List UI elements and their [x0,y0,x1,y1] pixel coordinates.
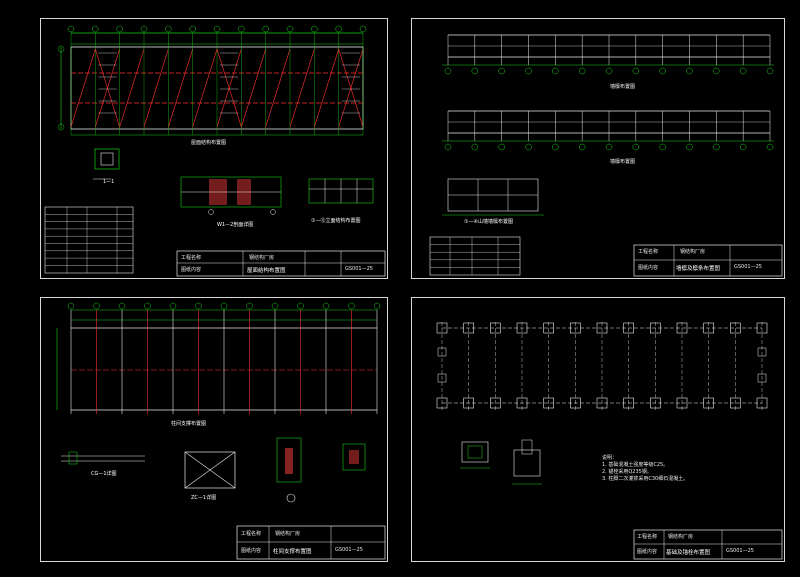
note-line-1: 说明： [602,455,618,461]
wall-caption-1: 墙檩布置图 [610,84,636,90]
tb-drawing-name: 基础及锚栓布置图 [666,550,711,556]
note-line-4: 3. 柱脚二次灌浆采用C30细石混凝土。 [602,476,689,482]
tb-code: GS001—25 [335,547,363,553]
tb-project-label: 工程名称 [637,534,658,540]
roof-plan-caption: 屋面结构布置图 [191,140,227,146]
wall-framing-drawing [429,34,783,277]
tb-drawing-label: 图纸内容 [241,548,262,554]
tb-project-label: 工程名称 [241,531,262,537]
tb-code: GS001—25 [734,264,762,270]
note-line-2: 1. 基础混凝土强度等级C25。 [602,462,669,468]
roof-plan-drawing [44,25,386,277]
tb-code: GS001—25 [345,266,373,272]
column-bracing-drawing [56,302,386,560]
note-line-3: 2. 锚栓采用Q235钢。 [602,469,652,475]
zc1-caption: ZC—1详图 [191,495,217,501]
tb-project-name: 钢结构厂房 [249,255,275,261]
tb-drawing-label: 图纸内容 [181,267,202,273]
detail-caption: W1—2剖面详图 [217,222,254,228]
tb-project-name: 钢结构厂房 [680,249,706,255]
gable-caption: ①—④山墙墙檩布置图 [464,219,513,225]
col-bracing-caption: 柱间支撑布置图 [171,421,207,427]
sheet-roof-plan[interactable]: 屋面结构布置图 1—1 W1—2剖面详图 ①—⑫立面结构布置图 工程名称 钢结构… [40,18,388,279]
tb-drawing-label: 图纸内容 [638,265,659,271]
wall-caption-2: 墙檩布置图 [610,159,636,165]
sheet-foundation-plan[interactable]: 说明： 1. 基础混凝土强度等级C25。 2. 锚栓采用Q235钢。 3. 柱脚… [411,297,785,562]
tb-drawing-name: 屋面结构布置图 [247,268,286,274]
sheet-column-bracing[interactable]: 柱间支撑布置图 CG—1详图 ZC—1详图 工程名称 钢结构厂房 图纸内容 柱间… [40,297,388,562]
elevation-caption: ①—⑫立面结构布置图 [311,218,361,224]
tb-project-label: 工程名称 [181,255,202,261]
tb-drawing-name: 墙檩及檩条布置图 [676,266,721,272]
tb-project-name: 钢结构厂房 [275,531,301,537]
tb-code: GS001—25 [726,548,754,554]
sheet-wall-framing[interactable]: 墙檩布置图 墙檩布置图 ①—④山墙墙檩布置图 工程名称 钢结构厂房 图纸内容 墙… [411,18,785,279]
tb-drawing-name: 柱间支撑布置图 [273,549,312,555]
tb-drawing-label: 图纸内容 [637,549,658,555]
tb-project-name: 钢结构厂房 [668,534,694,540]
section-label: 1—1 [103,179,115,185]
foundation-drawing [436,322,783,560]
cg1-caption: CG—1详图 [91,471,117,477]
tb-project-label: 工程名称 [638,249,659,255]
